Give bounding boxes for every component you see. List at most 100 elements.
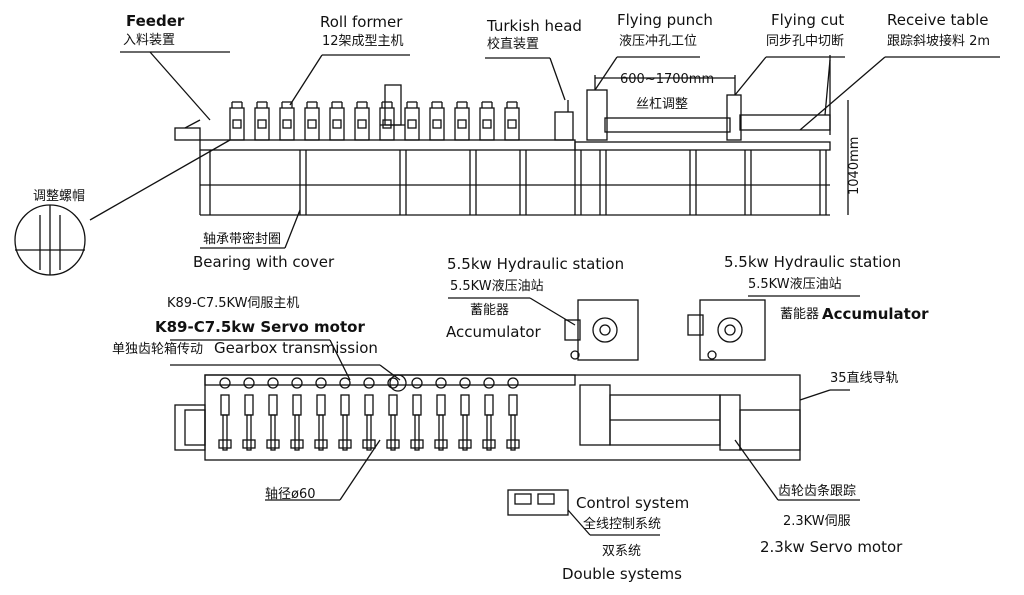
roll-shaft (484, 394, 494, 416)
roll-shaft (268, 394, 278, 416)
roll-stand (304, 107, 320, 141)
gear (339, 377, 351, 389)
roll-shaft (364, 394, 374, 416)
hydraulic-station-2-label: 5.5kw Hydraulic station (724, 253, 902, 271)
circle (599, 324, 611, 336)
double-systems-label: Double systems (562, 565, 682, 583)
rect (462, 414, 468, 451)
circle (707, 350, 717, 360)
circle (592, 317, 618, 343)
rect (184, 409, 206, 446)
rect (486, 414, 492, 451)
rect (514, 493, 532, 505)
rect (482, 119, 492, 129)
control-system-cn-label: 全线控制系统 (583, 517, 662, 532)
screw-adjust-label: 丝杠调整 (636, 97, 689, 112)
roll-shaft (220, 394, 230, 416)
gear (411, 377, 423, 389)
gear (291, 377, 303, 389)
main-motor (384, 84, 402, 126)
rack-tracking-label: 齿轮齿条跟踪 (778, 484, 857, 499)
servo-small-label: 2.3kw Servo motor (760, 538, 903, 556)
rect (266, 439, 280, 449)
gear (315, 377, 327, 389)
line (567, 509, 591, 536)
turkish-head-cn-label: 校直装置 (487, 37, 540, 52)
line (594, 56, 618, 91)
bearing-label: Bearing with cover (193, 253, 335, 271)
double-systems-cn-label: 双系统 (602, 544, 642, 559)
line (799, 389, 831, 401)
feeder-label: Feeder (126, 12, 185, 30)
receive-table-label: Receive table (887, 11, 989, 29)
rect (242, 439, 256, 449)
flying-punch (586, 89, 608, 141)
roll-stand (454, 107, 470, 141)
rect (510, 414, 516, 451)
gear (507, 377, 519, 389)
height-dimension: 1040mm (847, 136, 862, 195)
rect (257, 119, 267, 129)
roll-stand (229, 107, 245, 141)
rect (270, 414, 276, 451)
rect (362, 439, 376, 449)
table-plan (739, 409, 801, 451)
hydraulic-station-1 (577, 299, 639, 361)
turkish-plan (579, 384, 611, 446)
rect (382, 119, 392, 129)
roll-shaft (508, 394, 518, 416)
roll-stand (279, 107, 295, 141)
accumulator-2-label: Accumulator (822, 305, 929, 323)
roll-stand (504, 107, 520, 141)
line (89, 139, 231, 221)
rect (507, 119, 517, 129)
rect (434, 439, 448, 449)
gear (243, 377, 255, 389)
side-frame-top-2 (574, 141, 831, 151)
gear (387, 377, 399, 389)
roll-stand (354, 107, 370, 141)
rect (290, 439, 304, 449)
gear (267, 377, 279, 389)
line (549, 57, 566, 101)
gear (483, 377, 495, 389)
line (734, 56, 767, 96)
receive-table-cn-label: 跟踪斜坡接料 2m (887, 34, 991, 49)
flying-cut-label: Flying cut (771, 11, 845, 29)
adjust-nut-label: 调整螺帽 (33, 189, 86, 204)
rect (338, 439, 352, 449)
control-panel (507, 489, 569, 516)
accumulator-1-label: Accumulator (446, 323, 541, 341)
line (284, 209, 301, 249)
side-frame-top (199, 139, 576, 151)
roll-shaft (244, 394, 254, 416)
rect (438, 414, 444, 451)
flying-punch-label: Flying punch (617, 11, 713, 29)
rect (386, 439, 400, 449)
flying-punch-cn-label: 液压冲孔工位 (619, 34, 698, 49)
roll-stand (479, 107, 495, 141)
rect (414, 414, 420, 451)
rect (314, 439, 328, 449)
rect (537, 493, 555, 505)
roll-stand (379, 107, 395, 141)
punch-range-dimension: 600~1700mm (620, 72, 715, 87)
line (329, 339, 351, 381)
control-system-label: Control system (576, 494, 690, 512)
gear (219, 377, 231, 389)
bearing-cn-label: 轴承带密封圈 (203, 232, 282, 247)
roll-shaft (316, 394, 326, 416)
rect (282, 119, 292, 129)
accumulator-2-cn-label: 蓄能器 (780, 307, 820, 322)
gearbox-label: Gearbox transmission (214, 339, 378, 357)
feeder-cn-label: 入料装置 (123, 33, 176, 48)
hydraulic-station-1-cn-label: 5.5KW液压油站 (450, 279, 544, 294)
screw-rail (604, 117, 731, 133)
roll-stand (429, 107, 445, 141)
rect (294, 414, 300, 451)
rect (246, 414, 252, 451)
circle (570, 350, 580, 360)
roll-shaft (460, 394, 470, 416)
roll-shaft (340, 394, 350, 416)
